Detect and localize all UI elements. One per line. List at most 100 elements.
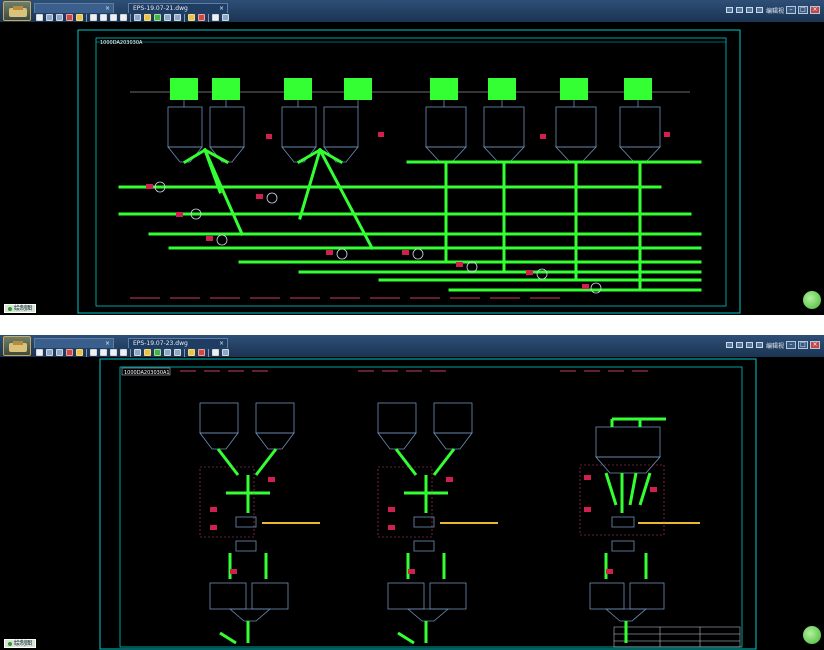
measure-icon[interactable] (76, 14, 83, 21)
layout-icon[interactable] (198, 14, 205, 21)
drawing-number: 1000DA203030A1 (124, 370, 170, 376)
status-dot-icon (8, 306, 12, 311)
zoom-extents-icon[interactable] (120, 14, 127, 21)
markup-icon[interactable] (154, 14, 161, 21)
save-icon[interactable] (46, 14, 53, 21)
save-icon[interactable] (46, 349, 53, 356)
print-icon[interactable] (56, 349, 63, 356)
toolbar-divider (184, 13, 185, 22)
drawing-canvas[interactable]: 1000DA203030A (0, 22, 824, 315)
zoom-extents-icon[interactable] (120, 349, 127, 356)
open-icon[interactable] (36, 14, 43, 21)
pen-icon[interactable] (144, 14, 151, 21)
tab-label: EPS-19.07-23.dwg (133, 340, 188, 347)
minimize-button[interactable]: – (786, 341, 796, 349)
status-label: 绘制图 (14, 639, 33, 647)
minimize-button[interactable]: – (786, 6, 796, 14)
markup-icon[interactable] (154, 349, 161, 356)
layer-icon[interactable] (66, 349, 73, 356)
toolbar-divider (130, 348, 131, 357)
toolbar-divider (208, 13, 209, 22)
status-badge[interactable]: 绘制图 (4, 304, 37, 313)
close-tab-icon[interactable]: × (218, 5, 224, 12)
open-icon[interactable] (36, 349, 43, 356)
status-badge[interactable]: 绘制图 (4, 639, 37, 648)
zoom-icon[interactable] (90, 349, 97, 356)
pan-icon[interactable] (100, 14, 107, 21)
status-label: 绘制图 (14, 304, 33, 312)
close-tab-icon[interactable]: × (104, 5, 110, 12)
status-dot-icon (8, 641, 12, 646)
line-column-2 (377, 402, 498, 645)
sync-icon[interactable] (735, 7, 743, 13)
select-icon[interactable] (134, 349, 141, 356)
silo-tops (170, 78, 652, 100)
tab-home[interactable]: × (34, 338, 114, 348)
help-icon[interactable] (222, 14, 229, 21)
toolbar (36, 348, 232, 357)
monitor-icon[interactable] (725, 7, 733, 13)
monitor-icon[interactable] (725, 342, 733, 348)
cad-window-1: × EPS-19.07-21.dwg× 编辑视 – □ × 1000DA2030… (0, 0, 824, 315)
equipment-tags (146, 132, 670, 289)
undo-icon[interactable] (164, 349, 171, 356)
settings-icon[interactable] (212, 14, 219, 21)
zoom-window-icon[interactable] (110, 14, 117, 21)
assistant-orb-icon[interactable] (803, 291, 821, 309)
toolbar-divider (184, 348, 185, 357)
assistant-orb-icon[interactable] (803, 626, 821, 644)
toolbar-divider (130, 13, 131, 22)
window-controls: 编辑视 – □ × (723, 339, 820, 351)
drawing-number: 1000DA203030A (100, 40, 143, 46)
view-mode-label: 编辑视 (765, 342, 784, 350)
silos (167, 106, 661, 163)
maximize-button[interactable]: □ (798, 341, 808, 349)
tab-drawing[interactable]: EPS-19.07-23.dwg × (128, 338, 228, 348)
layer-icon[interactable] (66, 14, 73, 21)
list-icon[interactable] (755, 342, 763, 348)
undo-icon[interactable] (164, 14, 171, 21)
measure-icon[interactable] (76, 349, 83, 356)
close-tab-icon[interactable]: × (218, 340, 224, 347)
pan-icon[interactable] (100, 349, 107, 356)
cad-window-2: × EPS-19.07-23.dwg × 编辑视 – □ × 1000DA2030… (0, 335, 824, 650)
toolbar-divider (208, 348, 209, 357)
redo-icon[interactable] (174, 14, 181, 21)
maximize-button[interactable]: □ (798, 6, 808, 14)
line-column-1 (199, 402, 320, 645)
layout-icon[interactable] (198, 349, 205, 356)
window-controls: 编辑视 – □ × (723, 4, 820, 16)
drawing-frame (77, 29, 741, 314)
dimension-icon[interactable] (188, 349, 195, 356)
pen-icon[interactable] (144, 349, 151, 356)
dimension-icon[interactable] (188, 14, 195, 21)
zoom-window-icon[interactable] (110, 349, 117, 356)
app-logo-icon[interactable] (3, 336, 31, 356)
title-bar: × EPS-19.07-21.dwg× 编辑视 – □ × (0, 0, 824, 22)
silo-stems (183, 100, 639, 107)
title-block (613, 626, 741, 648)
close-window-button[interactable]: × (810, 6, 820, 14)
settings-icon[interactable] (212, 349, 219, 356)
select-icon[interactable] (134, 14, 141, 21)
title-bar: × EPS-19.07-23.dwg × 编辑视 – □ × (0, 335, 824, 357)
toolbar-divider (86, 13, 87, 22)
app-logo-icon[interactable] (3, 1, 31, 21)
drawing-frame (99, 358, 757, 650)
redo-icon[interactable] (174, 349, 181, 356)
help-icon[interactable] (222, 349, 229, 356)
sync-icon[interactable] (735, 342, 743, 348)
print-icon[interactable] (56, 14, 63, 21)
list-icon[interactable] (755, 7, 763, 13)
view-mode-label: 编辑视 (765, 7, 784, 15)
grid-icon[interactable] (745, 342, 753, 348)
toolbar (36, 13, 232, 22)
conveyor-pipes (118, 147, 702, 292)
close-tab-icon[interactable]: × (104, 340, 110, 347)
close-window-button[interactable]: × (810, 341, 820, 349)
drawing-canvas[interactable]: 1000DA203030A1 (0, 357, 824, 650)
zoom-icon[interactable] (90, 14, 97, 21)
tab-home[interactable]: × (34, 3, 114, 13)
tab-drawing[interactable]: EPS-19.07-21.dwg× (128, 3, 228, 13)
grid-icon[interactable] (745, 7, 753, 13)
